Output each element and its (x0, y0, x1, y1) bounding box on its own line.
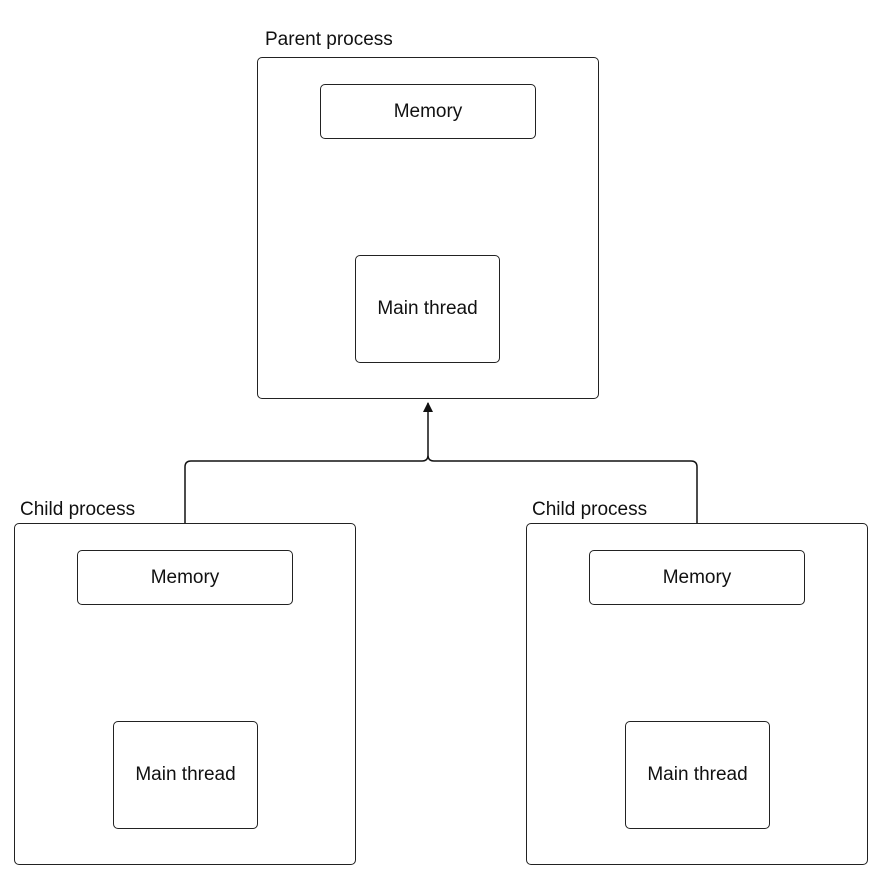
child-process-1-label: Child process (20, 499, 136, 520)
child-1-memory-box: Memory (77, 550, 293, 605)
child-2-memory-box: Memory (589, 550, 805, 605)
child-1-main-thread-box: Main thread (113, 721, 258, 829)
child-2-main-thread-box: Main thread (625, 721, 770, 829)
children-to-parent-connector (184, 403, 698, 523)
parent-process-label: Parent process (265, 29, 393, 50)
parent-memory-box: Memory (320, 84, 536, 139)
child-process-2-label: Child process (532, 499, 648, 520)
parent-main-thread-box: Main thread (355, 255, 500, 363)
